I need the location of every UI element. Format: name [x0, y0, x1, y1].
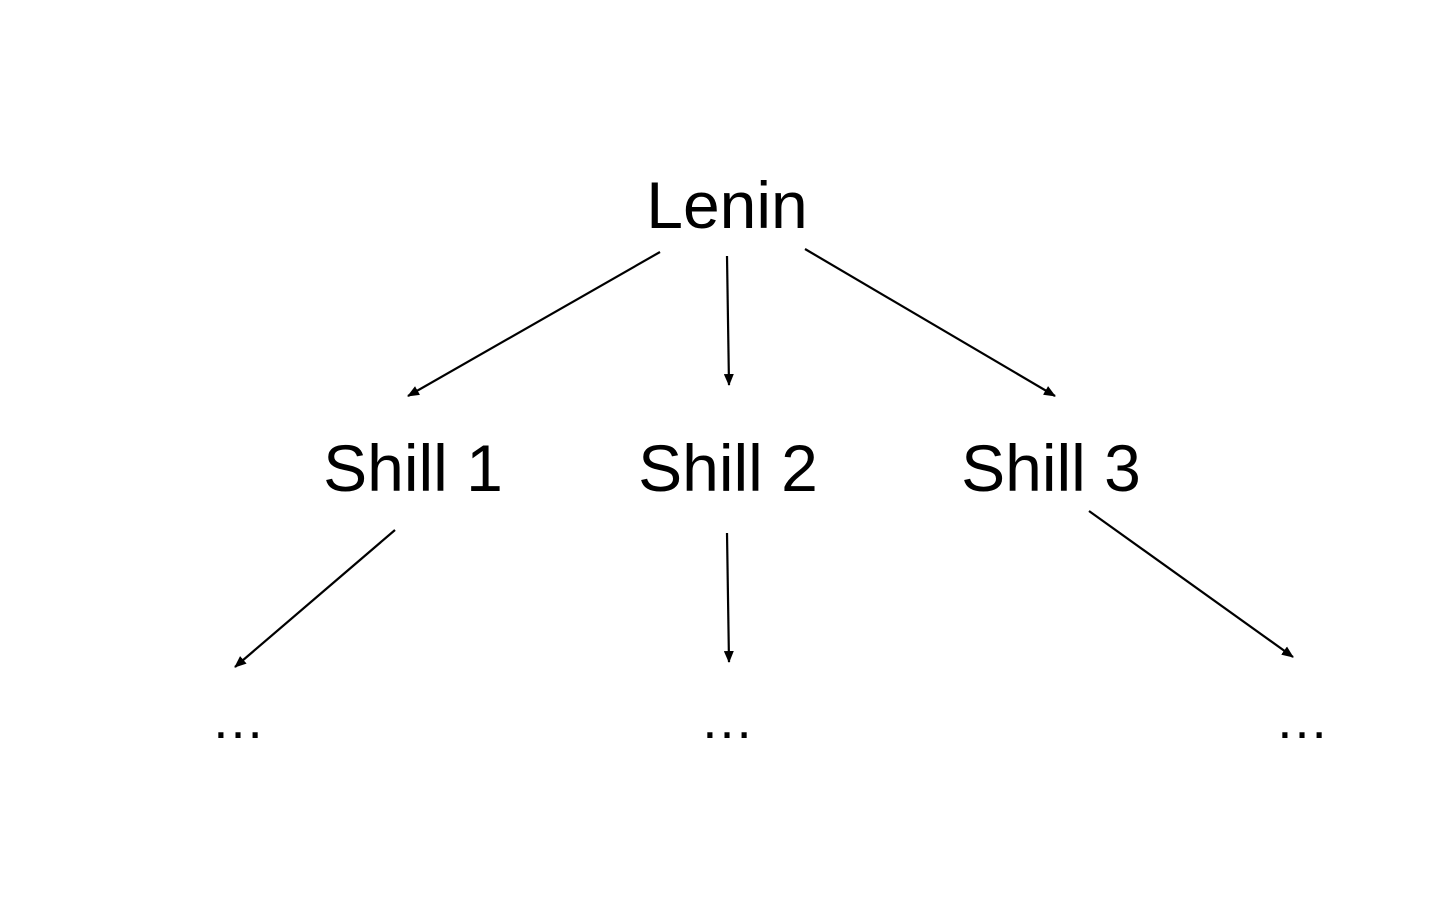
- edge-lenin-to-shill-2: [723, 255, 734, 386]
- node-lenin: Lenin: [646, 168, 808, 242]
- node-shill-3: Shill 3: [961, 431, 1141, 505]
- node-continuation-2: …: [700, 690, 754, 750]
- edge-shill-1-to-more: [234, 529, 396, 668]
- edge-shill-3-to-more: [1088, 510, 1294, 658]
- edge-lenin-to-shill-3: [804, 248, 1056, 397]
- node-continuation-3: …: [1275, 690, 1329, 750]
- node-shill-2: Shill 2: [638, 431, 818, 505]
- edge-shill-2-to-more: [723, 532, 734, 663]
- node-continuation-1: …: [211, 690, 265, 750]
- node-shill-1: Shill 1: [323, 431, 503, 505]
- edge-lenin-to-shill-1: [407, 251, 661, 397]
